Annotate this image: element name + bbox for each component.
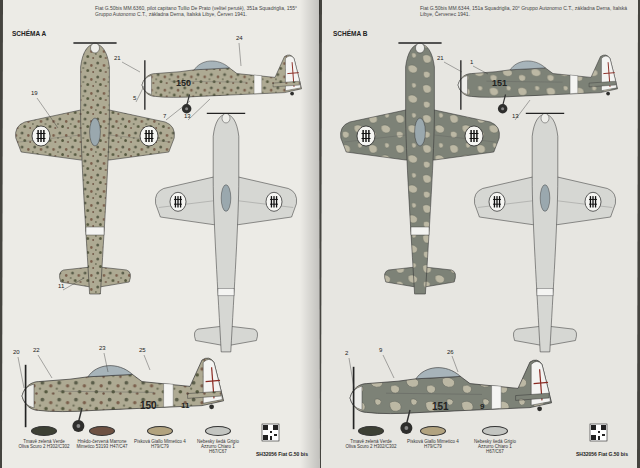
- aircraft-code: 151: [492, 78, 507, 88]
- legend-text: Písková Giallo Mimetico 4 H79/C79: [134, 439, 186, 449]
- color-swatch: [205, 426, 231, 436]
- aircraft-code: 151: [432, 401, 449, 413]
- legend-text: Hnědo-červená Marrone Mimetico 53193 H47…: [76, 439, 128, 449]
- legend-text: Nebesky šedá Grigio Azzurro Chiaro 1 H67…: [469, 439, 521, 455]
- legend-text: Tmavě zelená Verde Oliva Scuro 2 H302/C3…: [18, 439, 70, 449]
- callout-number: 23: [99, 345, 106, 352]
- color-swatch: [358, 426, 384, 436]
- callout-number: 22: [33, 347, 40, 354]
- callout-number: 5: [133, 95, 136, 102]
- aircraft-code: 9: [480, 402, 484, 411]
- aircraft-code: 150: [140, 400, 157, 412]
- scheme-title: SCHÉMA B: [333, 30, 367, 37]
- color-swatch: [89, 426, 115, 436]
- callout-number: 24: [236, 35, 243, 42]
- callout-number: 19: [31, 90, 38, 97]
- kit-code: SH32056 Fiat G.50 bis: [256, 452, 316, 458]
- color-swatch: [147, 426, 173, 436]
- color-swatch: [31, 426, 57, 436]
- callout-number: 13: [512, 113, 519, 120]
- callout-number: 21: [437, 55, 444, 62]
- aircraft-code: 11: [181, 401, 189, 410]
- color-swatch: [482, 426, 508, 436]
- callout-number: 2: [345, 350, 348, 357]
- legend-text: Tmavě zelená Verde Oliva Scuro 2 H302/C3…: [345, 439, 397, 449]
- color-swatch: [420, 426, 446, 436]
- marking-description: Fiat G.50bis MM.6344, 151a Squadriglia, …: [420, 6, 632, 18]
- legend-text: Písková Giallo Mimetico 4 H79/C79: [407, 439, 459, 449]
- callout-number: 20: [13, 349, 20, 356]
- callout-number: 11: [58, 283, 64, 290]
- scheme-title: SCHÉMA A: [12, 30, 46, 37]
- marking-description: Fiat G.50bis MM.6360, pilot capitano Tul…: [95, 6, 310, 18]
- aircraft-code: 150: [176, 78, 191, 88]
- callout-number: 13: [184, 113, 191, 120]
- callout-number: 26: [447, 349, 454, 356]
- kit-code: SH32056 Fiat G.50 bis: [576, 452, 636, 458]
- callout-number: 7: [163, 113, 166, 120]
- legend-text: Nebesky šedá Grigio Azzurro Chiaro 1 H67…: [192, 439, 244, 455]
- callout-number: 1: [470, 59, 473, 66]
- callout-number: 25: [139, 347, 146, 354]
- callout-number: 21: [114, 55, 121, 62]
- callout-number: 9: [379, 347, 382, 354]
